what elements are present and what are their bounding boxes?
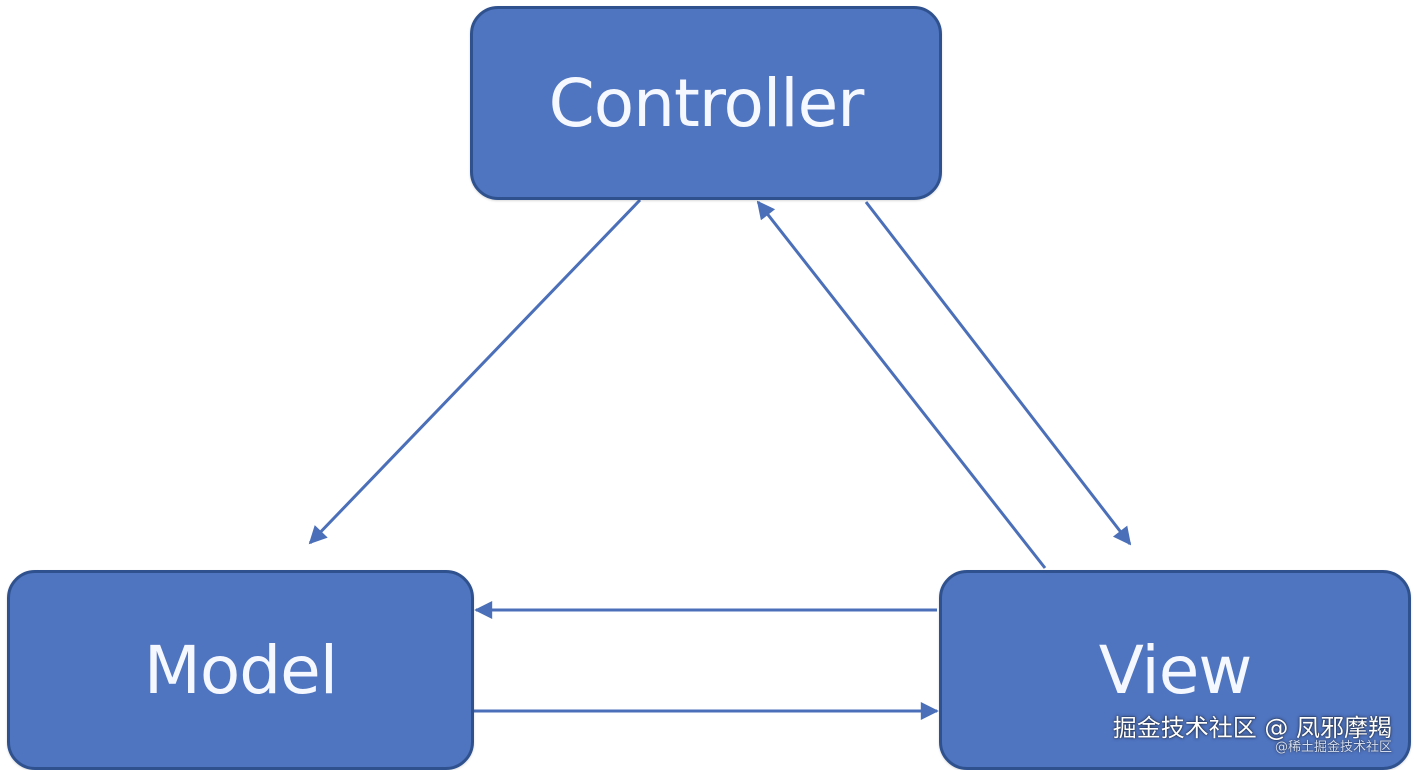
arrow-controller-view (864, 201, 1132, 546)
arrow-controller-model (308, 198, 642, 545)
watermark-main: 掘金技术社区 @ 凤邪摩羯 (1112, 714, 1392, 742)
view-label: View (1098, 631, 1253, 709)
view-node: View (939, 570, 1411, 770)
model-node: Model (7, 570, 474, 770)
controller-node: Controller (470, 6, 942, 200)
controller-label: Controller (548, 64, 865, 142)
watermark-sub: @稀土掘金技术社区 (1274, 740, 1392, 755)
model-label: Model (143, 631, 338, 709)
arrow-view-controller (756, 200, 1047, 569)
